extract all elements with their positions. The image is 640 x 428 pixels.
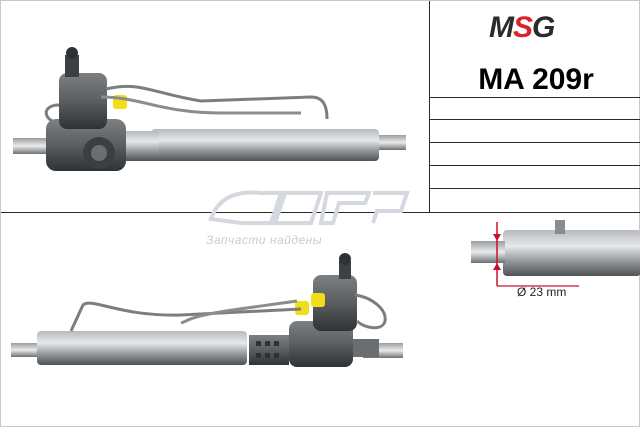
rack-tube-bottom (37, 331, 247, 365)
row-line-2 (429, 119, 640, 120)
divider-vertical (429, 1, 430, 213)
steering-rack-bottom-image (11, 253, 403, 367)
brand-logo: MSG (489, 11, 599, 47)
valve-body-bottom (313, 275, 357, 331)
valve-body (59, 73, 107, 129)
detail-rod (471, 241, 505, 263)
divider-horizontal-middle (1, 212, 640, 213)
part-code: MA 209r (478, 63, 594, 96)
rod-end-left (13, 138, 53, 154)
diameter-label: Ø 23 mm (517, 285, 567, 299)
row-line-1 (429, 97, 640, 98)
rod-end-left-bottom (11, 343, 45, 357)
detail-tube (503, 230, 640, 276)
brand-logo-text: MSG (489, 11, 555, 44)
rod-end-right (376, 135, 406, 150)
row-line-3 (429, 142, 640, 143)
connector-plug-bottom-1 (295, 301, 309, 315)
hydraulic-pipe (105, 84, 329, 120)
row-line-5 (429, 188, 640, 189)
watermark-tagline: Запчасти найдены (206, 233, 323, 247)
steering-rack-top-image (13, 47, 406, 171)
hydraulic-pipe-bottom (69, 301, 302, 332)
watermark-logo (208, 190, 410, 225)
diameter-detail-image (471, 220, 640, 287)
boot-vent (249, 335, 289, 365)
connector-plug-bottom-2 (311, 293, 325, 307)
rack-housing-bottom (289, 321, 353, 367)
row-line-4 (429, 165, 640, 166)
rack-tube (151, 129, 379, 161)
